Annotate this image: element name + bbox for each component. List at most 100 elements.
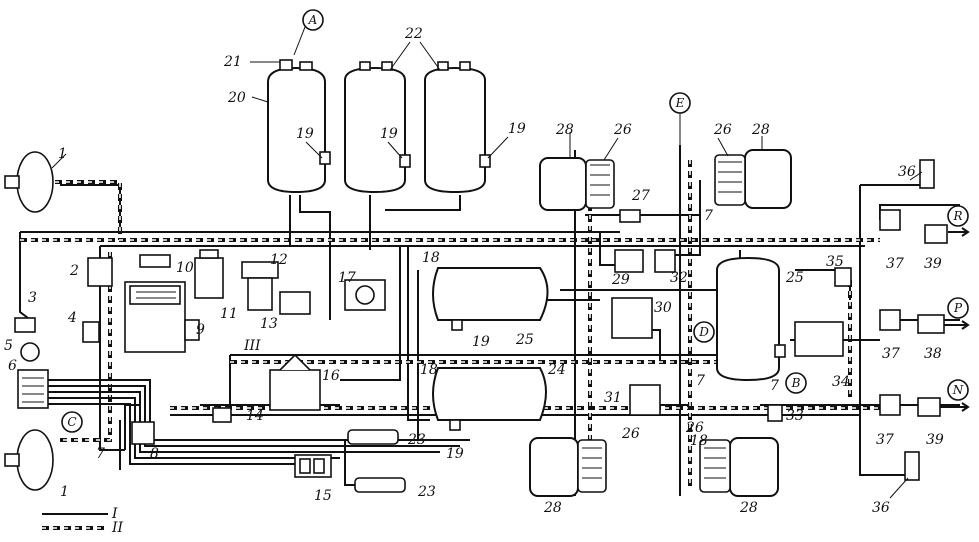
label-27: 27 [631, 188, 650, 204]
label-38: 38 [924, 346, 942, 362]
label-19-tank24: 19 [446, 446, 464, 462]
tank-24 [432, 367, 547, 431]
valve-8 [131, 421, 155, 445]
label-21: 21 [223, 54, 242, 70]
label-34: 34 [832, 374, 850, 390]
valve-32 [654, 249, 676, 273]
circle-marker-e: E [669, 92, 691, 145]
label-37-bottom: 37 [876, 432, 894, 448]
filter-12 [241, 261, 279, 311]
bracket-36-top [919, 159, 935, 189]
leader-22 [389, 41, 441, 71]
circle-d-text: D [698, 325, 709, 339]
label-17: 17 [338, 270, 356, 286]
label-7-mid: 7 [696, 373, 705, 389]
valve-13 [279, 291, 311, 315]
label-10: 10 [176, 260, 194, 276]
coupling-39-bottom [917, 397, 941, 417]
coupling-39-top [924, 224, 948, 244]
label-6: 6 [8, 358, 17, 374]
label-19-tank20: 19 [296, 126, 314, 142]
label-28-top-right: 28 [751, 122, 770, 138]
label-9: 9 [196, 322, 205, 338]
brake-chamber-bottom-left [4, 429, 54, 491]
coupling-37-bottom [879, 394, 901, 416]
valve-34 [794, 321, 844, 357]
label-7-top: 7 [704, 208, 713, 224]
circle-r-text: R [952, 209, 962, 223]
tank-25-horizontal [432, 267, 549, 331]
label-28-bottom-right: 28 [739, 500, 758, 516]
coupling-37-top [879, 209, 901, 231]
brake-chamber-28-top-right [714, 149, 792, 209]
brake-chamber-28-bottom-right [699, 437, 779, 497]
valve-14 [212, 407, 232, 423]
label-35: 35 [826, 254, 844, 270]
label-29: 29 [611, 272, 630, 288]
brake-chamber-28-top-left [539, 157, 615, 211]
circle-marker-r: R [947, 205, 969, 227]
label-32: 32 [670, 270, 688, 286]
label-16: 16 [322, 368, 340, 384]
valve-11 [194, 249, 224, 299]
tank-25-vertical [716, 256, 786, 382]
valve-2 [87, 257, 113, 287]
label-7-right: 7 [770, 378, 779, 394]
label-19-tank22b: 19 [508, 121, 526, 137]
coupling-37-mid [879, 309, 901, 331]
label-25-vertical: 25 [785, 270, 804, 286]
label-15: 15 [314, 488, 332, 504]
valve-16 [269, 353, 321, 411]
label-23-bottom: 23 [417, 484, 436, 500]
valve-30 [611, 297, 653, 339]
label-19-tank25: 19 [472, 334, 490, 350]
valve-17 [344, 279, 386, 311]
valve-3 [14, 317, 36, 333]
component-labels: 1 1 2 3 4 5 6 7 7 7 7 8 9 10 11 12 13 14… [4, 26, 944, 516]
label-37-top: 37 [886, 256, 904, 272]
valve-10 [139, 254, 171, 268]
leader-lines [51, 61, 923, 499]
circle-marker-a: A [293, 9, 324, 56]
label-4: 4 [67, 310, 77, 326]
circle-c-text: C [67, 415, 76, 429]
label-1-bottom: 1 [60, 484, 69, 500]
circle-p-text: P [953, 301, 963, 315]
coupling-38 [917, 314, 945, 334]
tank-22-left [344, 61, 411, 194]
label-33: 33 [786, 408, 804, 424]
label-3: 3 [28, 290, 37, 306]
label-30: 30 [654, 300, 672, 316]
label-28-top-left: 28 [555, 122, 574, 138]
valve-4 [82, 321, 100, 343]
valve-29 [614, 249, 644, 273]
valve-33 [767, 404, 783, 422]
label-8: 8 [150, 446, 159, 462]
block-6 [17, 369, 49, 409]
label-roman-3: III [243, 338, 261, 354]
label-23-top: 23 [407, 432, 426, 448]
label-36-top: 36 [898, 164, 916, 180]
label-1-top: 1 [58, 146, 67, 162]
hose-bundle [45, 379, 470, 465]
label-18-bottom: 18 [690, 433, 708, 449]
compressor-9 [124, 281, 200, 353]
circle-marker-d: D [693, 321, 715, 343]
tank-22-right [424, 61, 491, 194]
brake-chamber-28-bottom-left [529, 437, 607, 497]
label-28-bottom-left: 28 [543, 500, 562, 516]
label-36-bottom: 36 [872, 500, 890, 516]
circle-marker-c: C [61, 411, 83, 433]
cylinder-23-top [347, 429, 399, 445]
label-24: 24 [547, 362, 566, 378]
tank-20 [267, 59, 331, 194]
legend-dashed-label: II [111, 520, 124, 536]
label-2: 2 [69, 263, 79, 279]
circle-a-text: A [308, 13, 318, 27]
valve-27 [619, 209, 641, 223]
label-39-top: 39 [924, 256, 942, 272]
label-39-bottom: 39 [926, 432, 944, 448]
valve-31 [629, 384, 661, 416]
